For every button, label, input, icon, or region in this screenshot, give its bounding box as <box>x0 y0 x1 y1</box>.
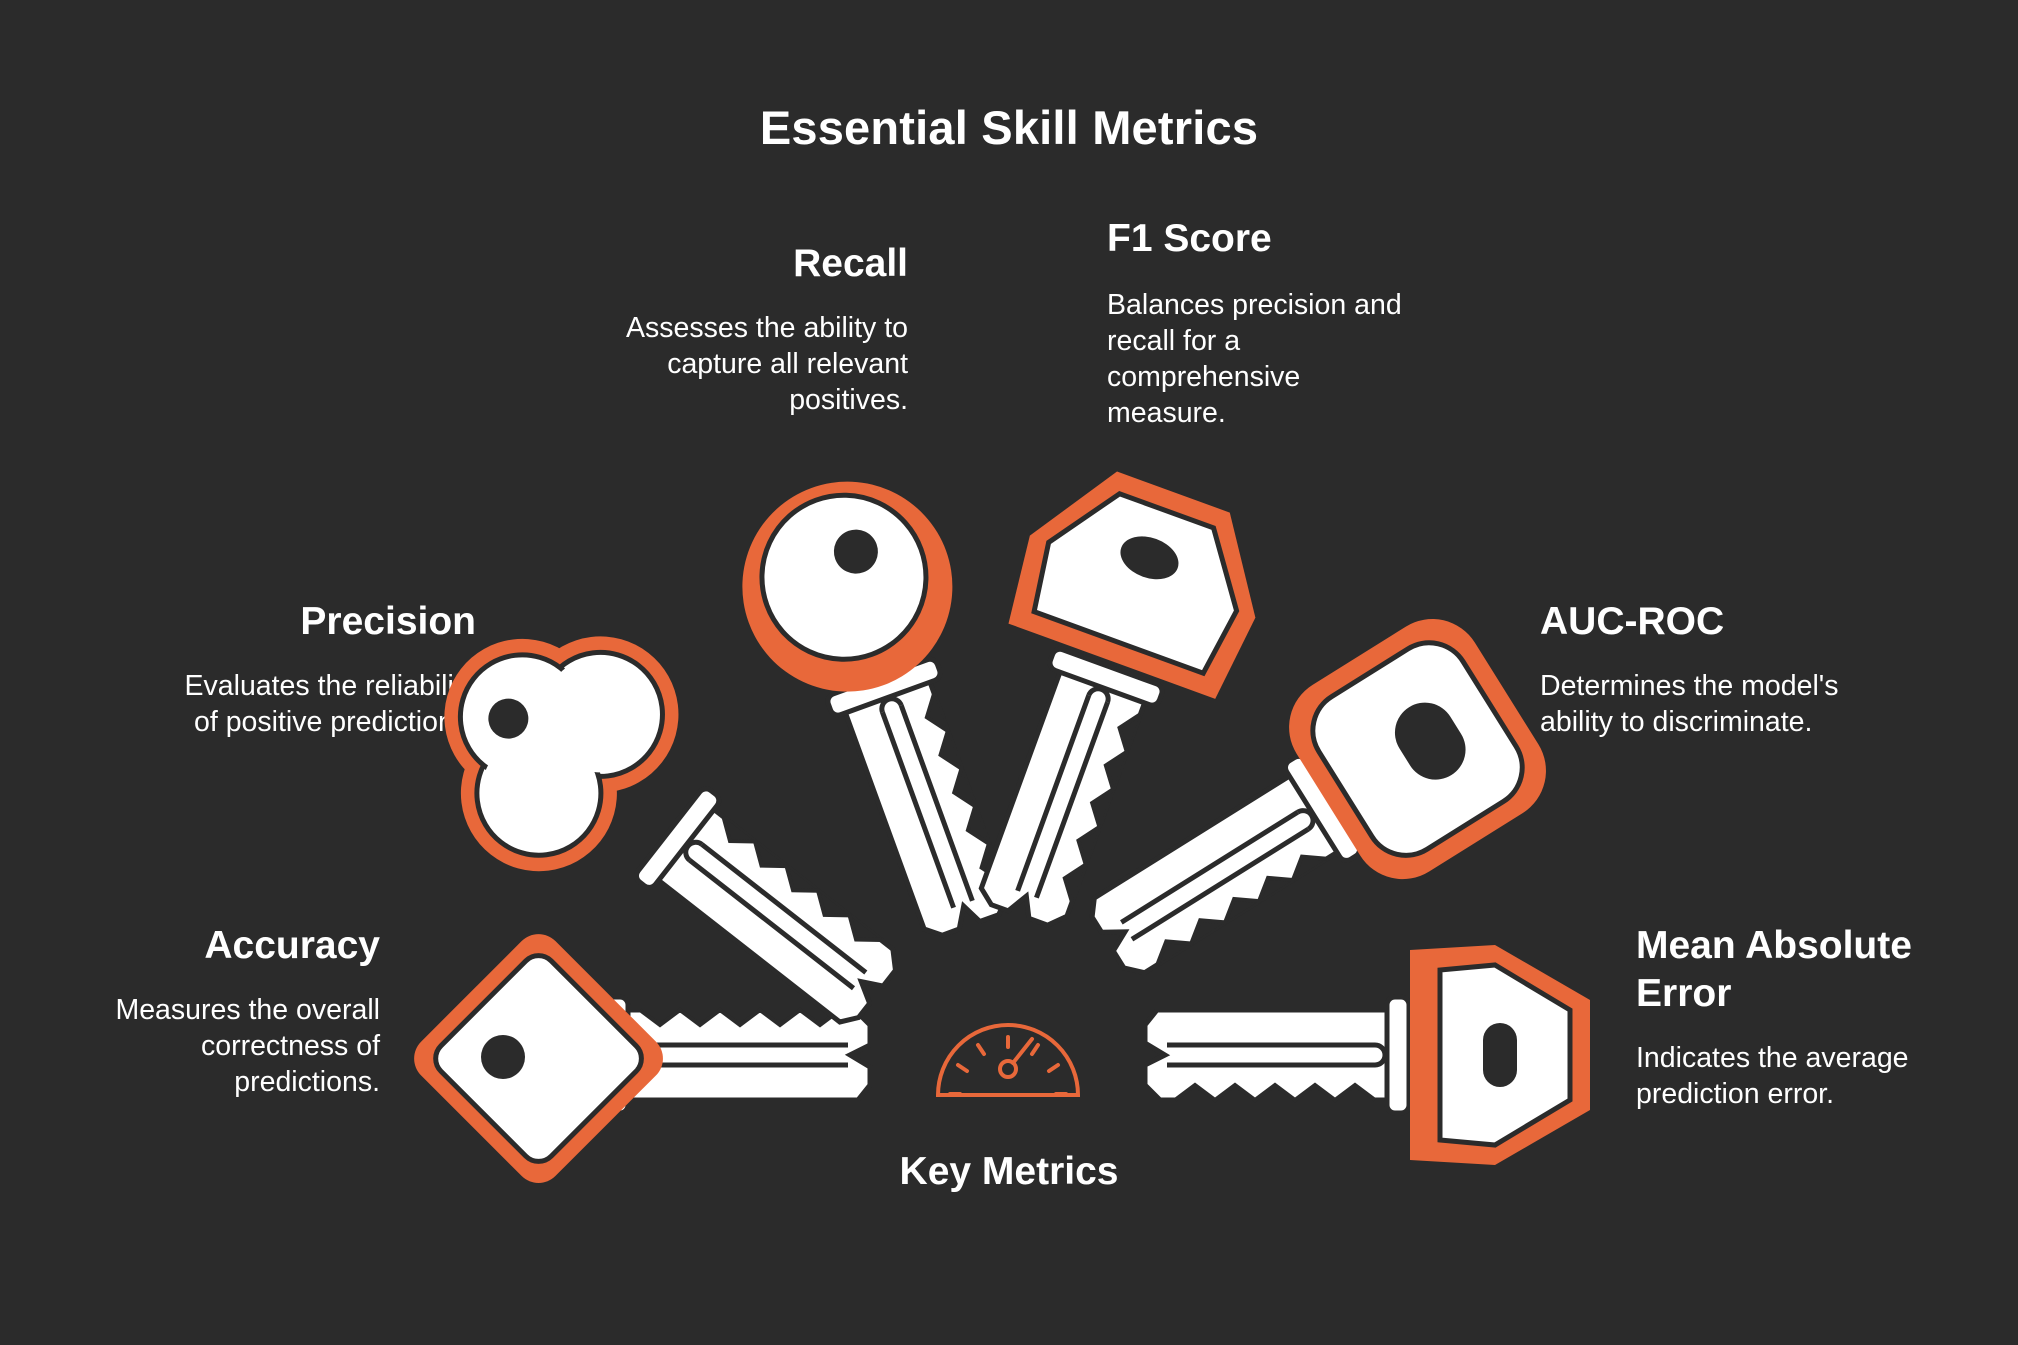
desc-line: correctness of <box>201 1030 380 1062</box>
key-f1-icon <box>907 471 1256 956</box>
metric-auc-description: Determines the model's ability to discri… <box>1540 668 1920 740</box>
metric-recall-title: Recall <box>793 242 908 285</box>
title-line: Error <box>1636 972 1732 1015</box>
key-recall-icon <box>742 481 1069 961</box>
metric-recall-description: Assesses the ability to capture all rele… <box>560 310 908 418</box>
metric-auc: AUC-ROC Determines the model's ability t… <box>1540 598 1920 740</box>
metric-mae-title: Mean Absolute Error <box>1636 922 1996 1018</box>
desc-line: of positive predictions. <box>194 706 476 738</box>
metric-f1-description: Balances precision and recall for a comp… <box>1107 287 1467 431</box>
desc-line: Assesses the ability to <box>626 312 908 344</box>
desc-line: Evaluates the reliability <box>184 670 477 702</box>
desc-line: recall for a <box>1107 325 1241 357</box>
desc-line: measure. <box>1107 397 1226 429</box>
desc-line: ability to discriminate. <box>1540 706 1813 738</box>
metric-accuracy-title: Accuracy <box>204 924 380 967</box>
metric-accuracy: Accuracy Measures the overall correctnes… <box>60 922 380 1100</box>
desc-line: Balances precision and <box>1107 289 1402 321</box>
metric-mae: Mean Absolute Error Indicates the averag… <box>1636 922 1996 1112</box>
desc-line: predictions. <box>234 1066 380 1098</box>
key-precision-icon <box>444 636 956 1095</box>
center-label: Key Metrics <box>899 1150 1119 1193</box>
desc-line: Indicates the average <box>1636 1042 1909 1074</box>
metric-precision-title: Precision <box>300 600 476 643</box>
metric-f1-title: F1 Score <box>1107 217 1272 260</box>
metric-recall: Recall Assesses the ability to capture a… <box>560 240 908 418</box>
key-accuracy-icon <box>414 934 870 1183</box>
desc-line: Determines the model's <box>1540 670 1839 702</box>
page-title: Essential Skill Metrics <box>759 101 1259 154</box>
metric-f1: F1 Score Balances precision and recall f… <box>1107 215 1467 431</box>
desc-line: prediction error. <box>1636 1078 1835 1110</box>
desc-line: comprehensive <box>1107 361 1301 393</box>
metric-auc-title: AUC-ROC <box>1540 600 1725 643</box>
title-line: Mean Absolute <box>1636 924 1912 967</box>
key-mae-icon <box>1145 945 1590 1165</box>
metric-accuracy-description: Measures the overall correctness of pred… <box>60 992 380 1100</box>
metric-precision-description: Evaluates the reliability of positive pr… <box>120 668 477 740</box>
desc-line: positives. <box>789 384 908 416</box>
metric-mae-description: Indicates the average prediction error. <box>1636 1040 1996 1112</box>
speedometer-icon <box>935 1023 1081 1097</box>
key-auc-icon <box>1050 619 1546 1036</box>
desc-line: capture all relevant <box>667 348 908 380</box>
desc-line: Measures the overall <box>115 994 380 1026</box>
metric-precision: Precision Evaluates the reliability of p… <box>120 598 477 740</box>
